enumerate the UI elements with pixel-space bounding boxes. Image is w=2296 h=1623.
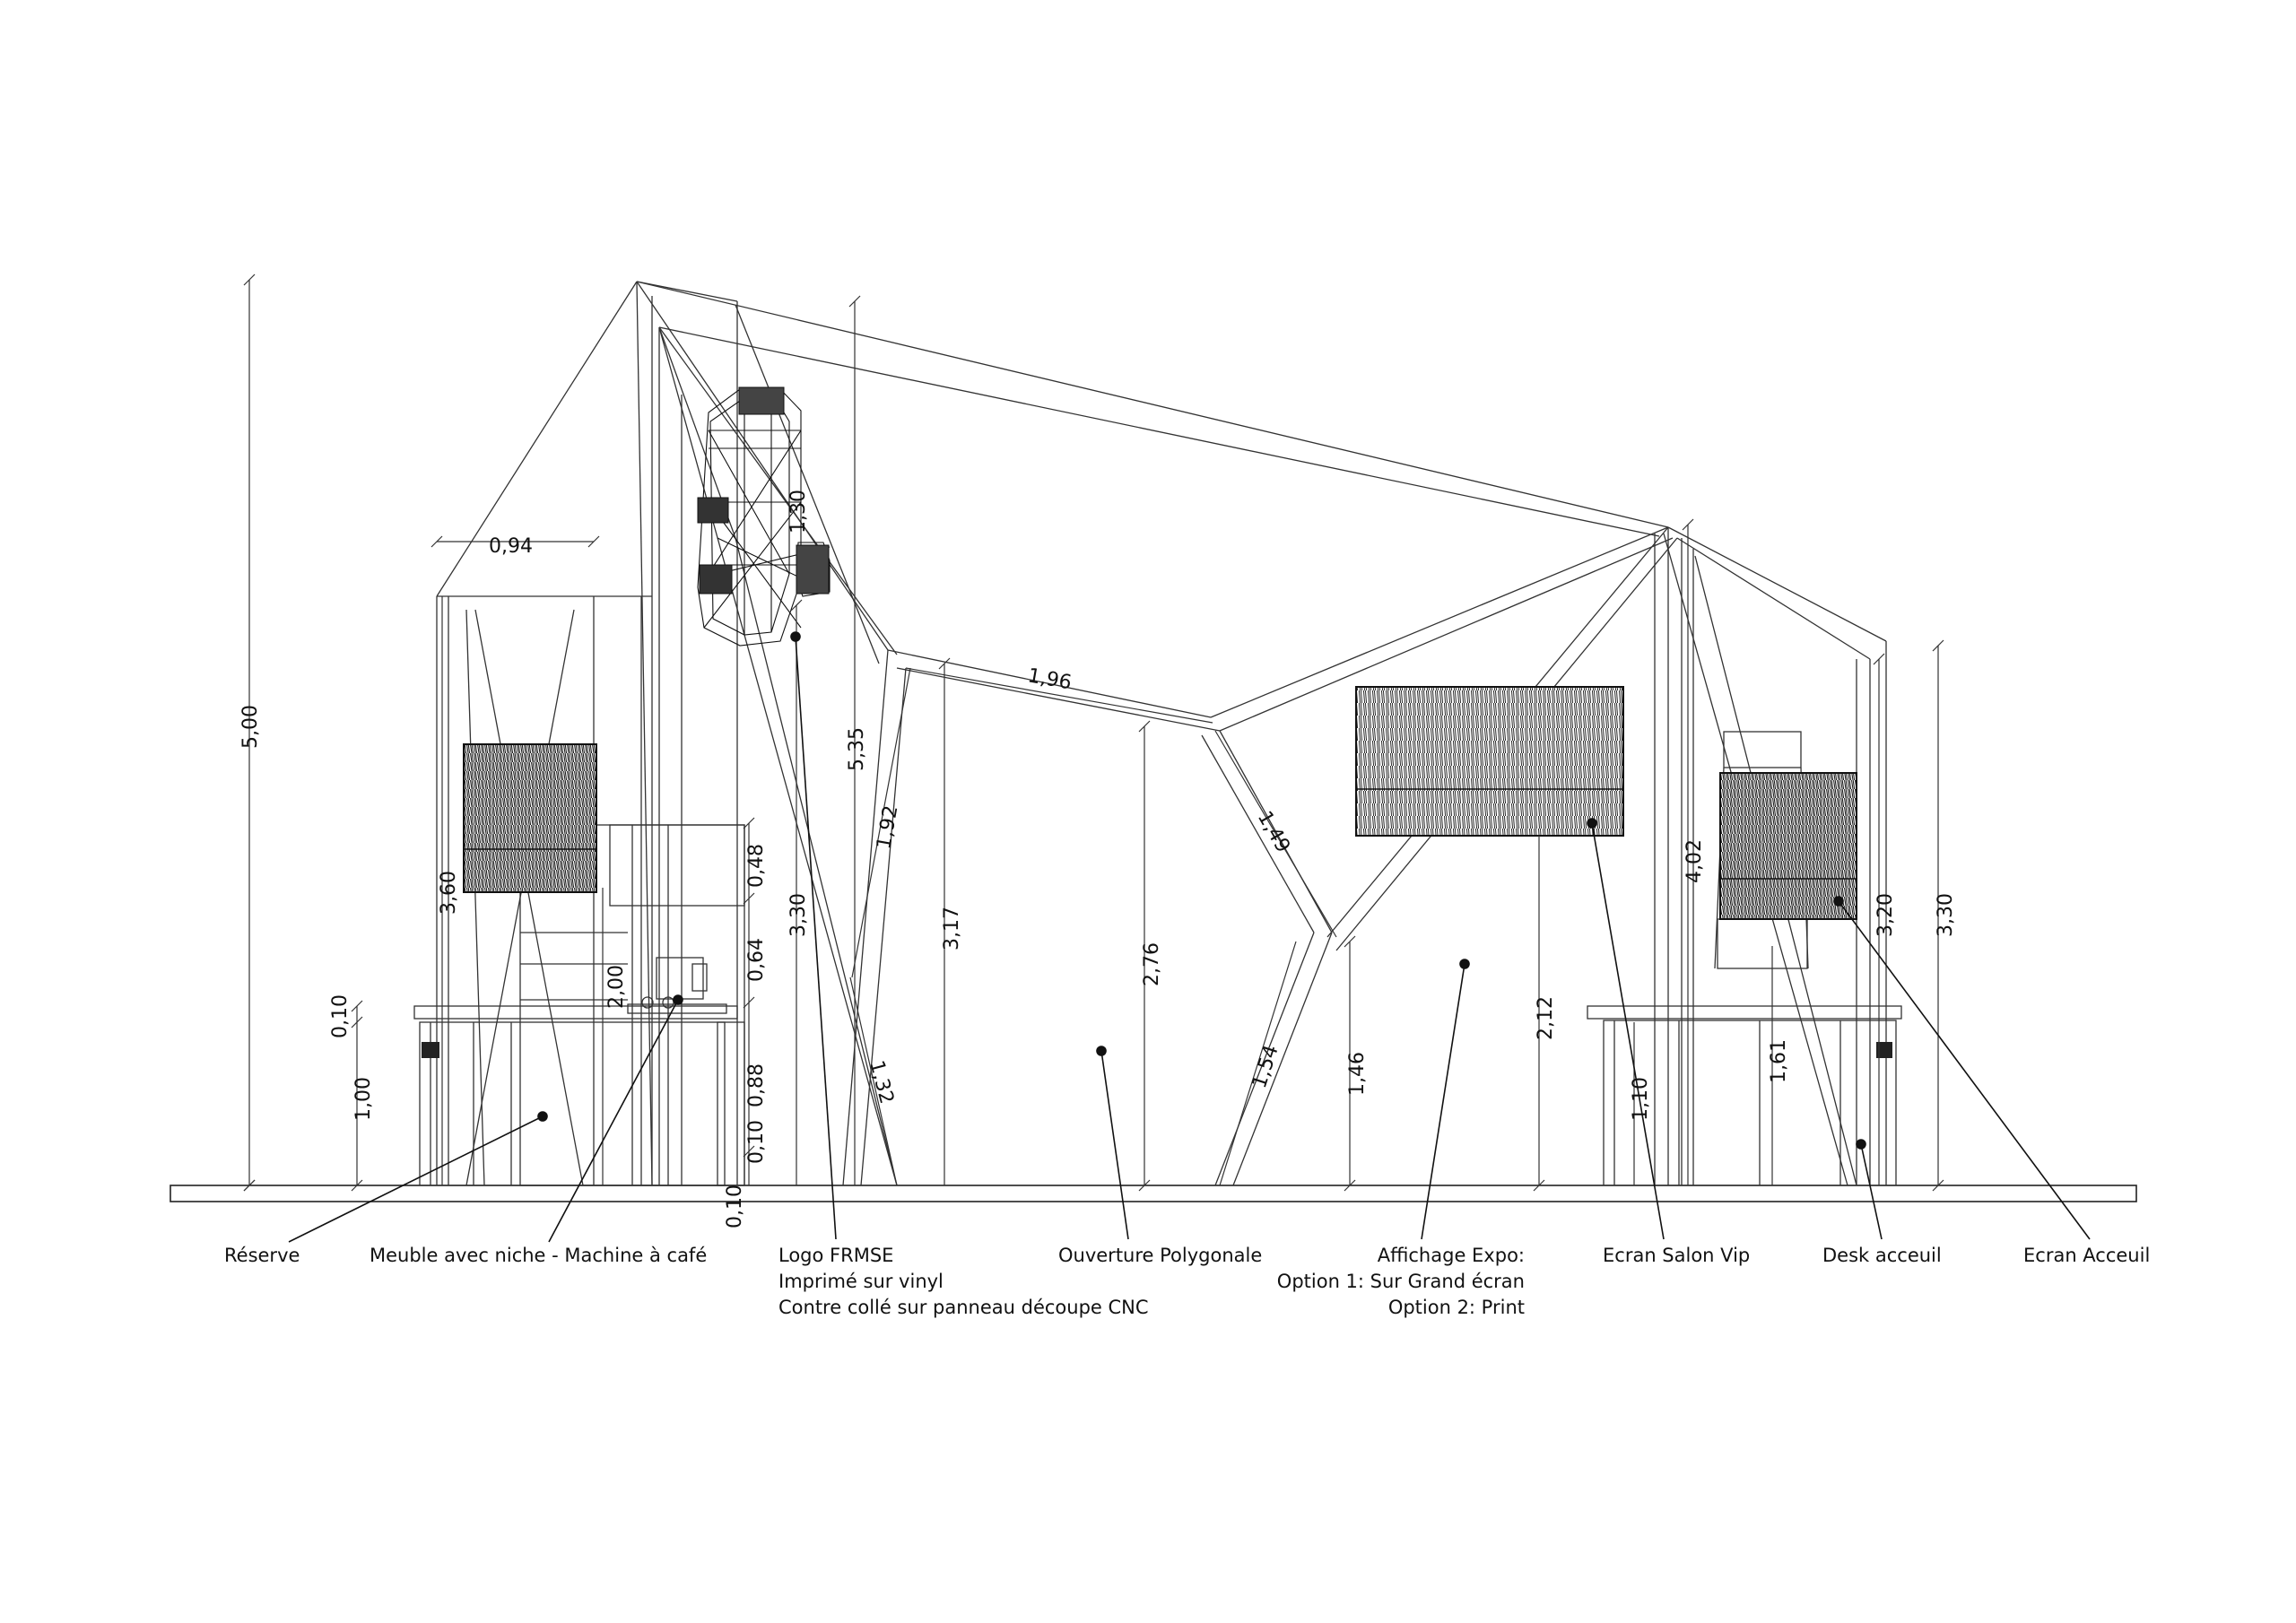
dim-3-17: 3,17 bbox=[941, 907, 963, 950]
dim-5-35: 5,35 bbox=[846, 727, 868, 771]
dim-2-12: 2,12 bbox=[1535, 996, 1557, 1040]
dim-0-10-top: 0,10 bbox=[329, 994, 352, 1038]
dim-0-10-bottom: 0,10 bbox=[724, 1185, 746, 1228]
ground-slab bbox=[170, 1185, 2137, 1202]
dim-1-32: 1,32 bbox=[865, 1058, 898, 1107]
dim-0-64: 0,64 bbox=[745, 938, 768, 982]
left-structure bbox=[413, 281, 745, 1186]
label-logo-line1: Logo FRMSE bbox=[778, 1245, 894, 1266]
dim-3-30-left: 3,30 bbox=[787, 893, 810, 937]
dim-0-48: 0,48 bbox=[745, 844, 768, 888]
dim-3-30-right: 3,30 bbox=[1935, 893, 1957, 937]
right-screen bbox=[1719, 772, 1857, 920]
logo-clip-4 bbox=[738, 386, 785, 415]
dimension-texts: 5,00 0,94 1,30 5,35 1,96 1,92 1,49 3,60 … bbox=[239, 490, 1957, 1228]
dim-1-92: 1,92 bbox=[873, 803, 902, 851]
dim-1-49: 1,49 bbox=[1253, 808, 1294, 857]
dim-1-10: 1,10 bbox=[1630, 1077, 1652, 1121]
dim-1-61: 1,61 bbox=[1768, 1039, 1790, 1083]
label-logo-line3: Contre collé sur panneau découpe CNC bbox=[778, 1297, 1149, 1318]
label-ecran-salon: Ecran Salon Vip bbox=[1603, 1245, 1751, 1266]
dim-4-02: 4,02 bbox=[1683, 839, 1706, 883]
label-ouverture: Ouverture Polygonale bbox=[1058, 1245, 1263, 1266]
right-bracket bbox=[1876, 1042, 1892, 1058]
dim-1-00: 1,00 bbox=[352, 1077, 375, 1121]
dim-3-60: 3,60 bbox=[438, 871, 460, 915]
dim-1-46: 1,46 bbox=[1346, 1052, 1369, 1096]
left-bracket bbox=[422, 1042, 439, 1058]
label-affichage-line3: Option 2: Print bbox=[1387, 1297, 1525, 1318]
label-reserve: Réserve bbox=[224, 1245, 300, 1266]
label-ecran-accueil: Ecran Acceuil bbox=[2023, 1245, 2151, 1266]
dim-1-30: 1,30 bbox=[787, 490, 810, 534]
logo-clip-2 bbox=[699, 564, 733, 595]
label-affichage-line2: Option 1: Sur Grand écran bbox=[1276, 1271, 1525, 1292]
logo-clip-3 bbox=[796, 544, 830, 595]
label-affichage-line1: Affichage Expo: bbox=[1377, 1245, 1525, 1266]
label-desk: Desk acceuil bbox=[1822, 1245, 1942, 1266]
dim-0-88: 0,88 bbox=[745, 1063, 768, 1107]
label-meuble: Meuble avec niche - Machine à café bbox=[370, 1245, 708, 1266]
dim-5-00: 5,00 bbox=[239, 705, 262, 749]
display-screen bbox=[1355, 686, 1624, 837]
leader-lines bbox=[288, 631, 2091, 1243]
dim-0-94: 0,94 bbox=[489, 535, 533, 558]
logo-clip-1 bbox=[697, 497, 729, 524]
dim-2-76: 2,76 bbox=[1141, 942, 1163, 986]
dim-0-10-mid: 0,10 bbox=[745, 1120, 768, 1164]
dim-3-20: 3,20 bbox=[1874, 893, 1897, 937]
left-screen bbox=[463, 743, 597, 893]
label-logo-line2: Imprimé sur vinyl bbox=[778, 1271, 944, 1292]
dim-1-96: 1,96 bbox=[1026, 664, 1074, 694]
dimension-lines bbox=[243, 273, 1944, 1192]
dim-1-54: 1,54 bbox=[1248, 1043, 1283, 1091]
dim-2-00: 2,00 bbox=[605, 965, 628, 1009]
